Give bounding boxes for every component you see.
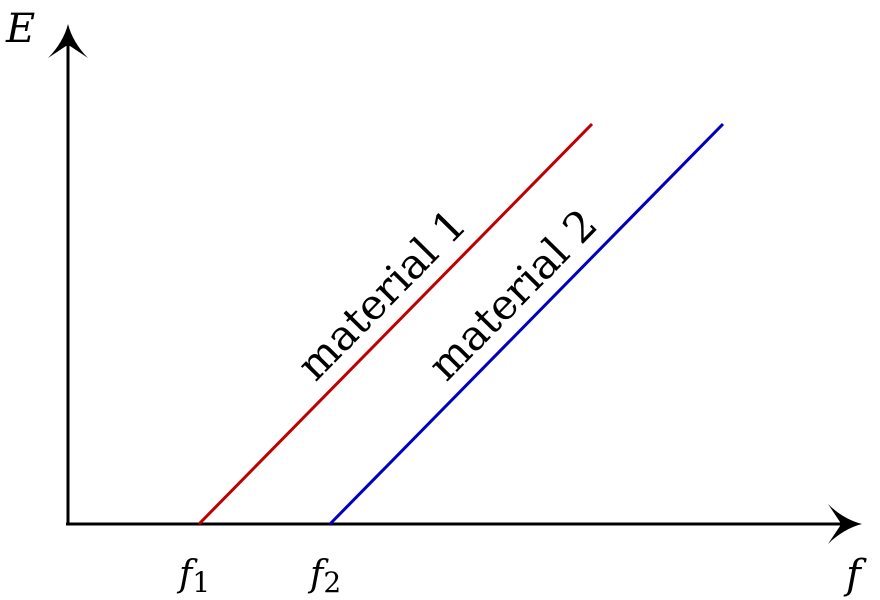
y-axis-arrow-icon [48, 24, 88, 58]
series-line-1 [197, 122, 594, 526]
x-tick-label: f1 [176, 554, 210, 599]
x-tick-label: f2 [307, 554, 341, 599]
x-axis-label: f [843, 552, 867, 598]
x-tick-labels: f1 f2 [176, 554, 341, 599]
x-axis-arrow-icon [828, 504, 862, 544]
series-line-2 [328, 122, 725, 526]
y-axis-label: E [5, 6, 35, 52]
